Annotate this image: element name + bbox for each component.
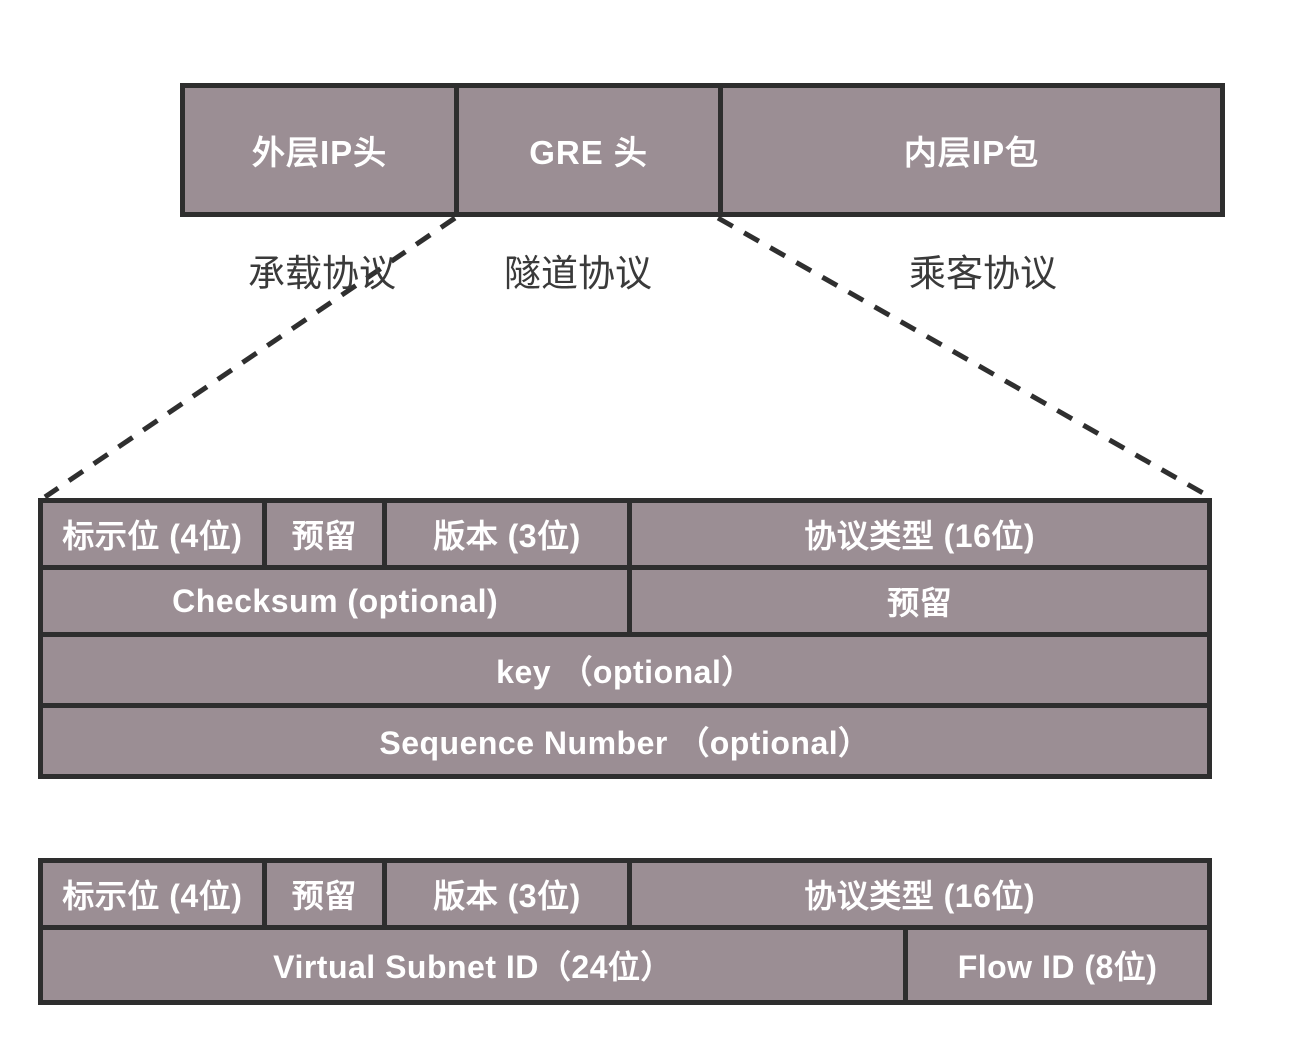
field-protocol-type: 协议类型 (16位) [627, 863, 1207, 925]
field-checksum: Checksum (optional) [172, 582, 499, 619]
field-protocol-type: 协议类型 (16位) [627, 503, 1207, 565]
field-flags: 标示位 (4位) [62, 878, 243, 914]
inner-ip-packet-box: 内层IP包 [718, 88, 1220, 212]
field-version: 版本 (3位) [381, 863, 628, 925]
field-virtual-subnet-id: Virtual Subnet ID（24位） [273, 949, 673, 985]
gre-header-box: GRE 头 [454, 88, 718, 212]
field-reserved: 预留 [261, 503, 382, 565]
passenger-protocol-label: 乘客协议 [909, 253, 1057, 294]
gre-header-table: 标示位 (4位) 预留 版本 (3位) 协议类型 (16位) Checksum … [38, 498, 1212, 779]
carrier-protocol-label: 承载协议 [248, 253, 396, 294]
outer-ip-header-label: 外层IP头 [251, 134, 388, 171]
field-flags: 标示位 (4位) [62, 518, 243, 554]
inner-ip-packet-label: 内层IP包 [903, 134, 1040, 171]
tunnel-protocol-label: 隧道协议 [504, 253, 652, 294]
outer-ip-header-box: 外层IP头 [185, 88, 454, 212]
nvgre-table-row-1: 标示位 (4位) 预留 版本 (3位) 协议类型 (16位) [43, 863, 1207, 925]
field-reserved: 预留 [261, 863, 382, 925]
field-reserved2: 预留 [627, 570, 1207, 632]
encapsulation-row: 外层IP头 GRE 头 内层IP包 [180, 83, 1225, 217]
gre-table-row-2: Checksum (optional) 预留 [43, 565, 1207, 632]
nvgre-header-table: 标示位 (4位) 预留 版本 (3位) 协议类型 (16位) Virtual S… [38, 858, 1212, 1005]
gre-table-row-3: key （optional） [43, 632, 1207, 703]
gre-table-row-4: Sequence Number （optional） [43, 703, 1207, 774]
field-sequence-number: Sequence Number （optional） [379, 725, 871, 761]
field-version: 版本 (3位) [381, 503, 628, 565]
gre-header-label: GRE 头 [529, 134, 648, 171]
nvgre-table-row-2: Virtual Subnet ID（24位） Flow ID (8位) [43, 925, 1207, 1000]
gre-table-row-1: 标示位 (4位) 预留 版本 (3位) 协议类型 (16位) [43, 503, 1207, 565]
field-flow-id: Flow ID (8位) [903, 930, 1207, 1000]
field-key: key （optional） [496, 654, 754, 690]
